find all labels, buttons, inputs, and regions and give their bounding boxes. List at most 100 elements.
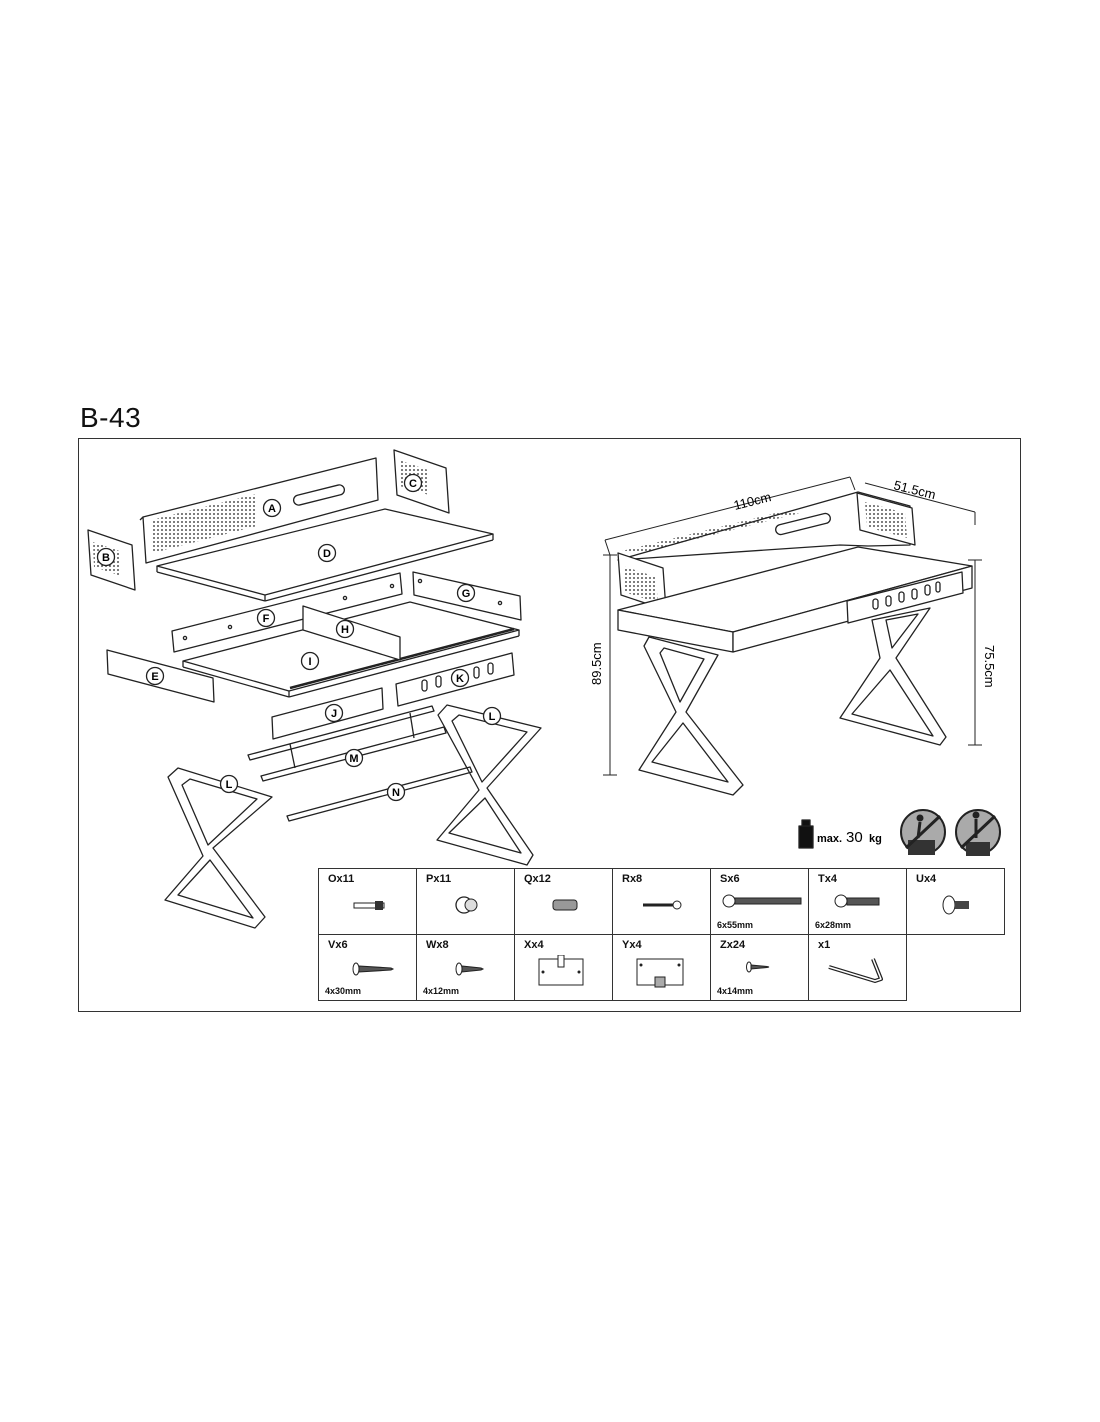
short-bolt-icon [834,894,880,908]
hardware-label: Sx6 [720,873,740,885]
part-label-f: F [263,613,270,625]
part-label-h: H [341,624,349,636]
hardware-cell: x1 [808,934,907,1001]
part-label-circle [219,774,239,794]
page-title: B-43 [80,402,142,433]
part-label-n: N [392,787,400,799]
load-prefix: max. [817,833,842,845]
instruction-frame [78,438,1021,1012]
part-label-a: A [268,503,276,515]
hardware-size: 4x14mm [717,986,754,996]
leg-l-left [164,767,273,929]
hardware-label: Vx6 [328,939,348,951]
part-label-b: B [102,552,110,564]
hardware-cell: Sx6 6x55mm [710,868,809,935]
part-label-circle [482,706,502,726]
wood-screw-icon [352,962,395,976]
do-not-climb-icon [900,809,946,855]
part-label-circle [317,543,337,563]
part-label-j: J [331,708,337,720]
part-label-circle [403,473,423,493]
hardware-label: Tx4 [818,873,837,885]
part-label-l: L [226,779,233,791]
hardware-label: x1 [818,939,831,951]
hardware-cell: Qx12 [514,868,613,935]
hardware-size: 4x30mm [325,986,362,996]
hardware-label: Px11 [426,873,452,885]
hardware-cell: Vx6 4x30mm [318,934,417,1001]
part-label-c: C [409,478,417,490]
dimension-lines [603,476,982,776]
hardware-label: Qx12 [524,873,551,885]
hardware-label: Ox11 [328,873,355,885]
hardware-cell: Yx4 [612,934,711,1001]
short-screw-icon [455,962,485,976]
hardware-cell: Xx4 [514,934,613,1001]
part-label-l: L [489,711,496,723]
dim-depth: 51.5cm [892,477,937,502]
hardware-label: Zx24 [720,939,746,951]
hardware-size: 6x28mm [815,920,852,930]
panel-f [171,572,403,653]
part-label-d: D [323,548,331,560]
dim-desk-height: 75.5cm [982,645,997,688]
tiny-screw-icon [746,961,770,973]
hardware-cell: Tx4 6x28mm [808,868,907,935]
bracket-plate-icon [538,955,584,986]
leg-l-right [436,704,542,866]
part-labels: A B C D E F G H I J K L L M N [96,473,502,802]
part-label-k: K [456,673,464,685]
mounting-plate-icon [636,958,684,988]
part-label-circle [324,703,344,723]
allen-key-icon [828,958,883,983]
hardware-cell: Rx8 [612,868,711,935]
hardware-cell: Ux4 [906,868,1005,935]
part-label-circle [344,748,364,768]
hardware-label: Rx8 [622,873,643,885]
hardware-label: Wx8 [426,939,449,951]
assembled-desk [617,491,973,796]
hardware-cell: Wx8 4x12mm [416,934,515,1001]
long-bolt-icon [722,894,802,908]
part-label-circle [456,583,476,603]
weight-icon [798,819,814,849]
hardware-row: Ox11 Px11 Qx12 Rx8 Sx6 6x55mm Tx4 6x28mm… [318,868,1005,935]
hardware-cell-empty [906,934,1005,1001]
panel-a [139,457,379,564]
dim-height: 89.5cm [589,642,604,685]
hardware-cell: Ox11 [318,868,417,935]
hardware-cell: Zx24 4x14mm [710,934,809,1001]
part-label-circle [335,619,355,639]
part-label-circle [262,498,282,518]
load-unit: kg [869,833,882,845]
hardware-size: 4x12mm [423,986,460,996]
part-label-i: I [308,656,311,668]
hardware-label: Yx4 [622,939,642,951]
part-label-circle [96,547,116,567]
part-label-circle [256,608,276,628]
cam-lock-icon [455,896,478,914]
hardware-row: Vx6 4x30mm Wx8 4x12mm Xx4 Yx4 Zx24 4x14m… [318,934,1005,1001]
panel-i [182,601,520,698]
wooden-dowel-icon [552,899,578,911]
part-label-g: G [462,588,471,600]
hardware-size: 6x55mm [717,920,754,930]
do-not-stand-icon [955,809,1001,856]
load-value: 30 [846,829,863,846]
part-label-e: E [151,671,158,683]
rail-n [286,766,473,822]
part-label-circle [386,782,406,802]
part-label-circle [145,666,165,686]
dim-width: 110cm [732,489,773,513]
part-label-m: M [349,753,358,765]
hardware-table: Ox11 Px11 Qx12 Rx8 Sx6 6x55mm Tx4 6x28mm… [318,868,1005,1001]
dowel-bolt-icon [353,901,385,910]
part-label-circle [450,668,470,688]
foot-glide-icon [942,895,969,915]
hardware-label: Ux4 [916,873,937,885]
hardware-cell: Px11 [416,868,515,935]
small-screw-icon [643,900,682,910]
part-label-circle [300,651,320,671]
hardware-label: Xx4 [524,939,544,951]
